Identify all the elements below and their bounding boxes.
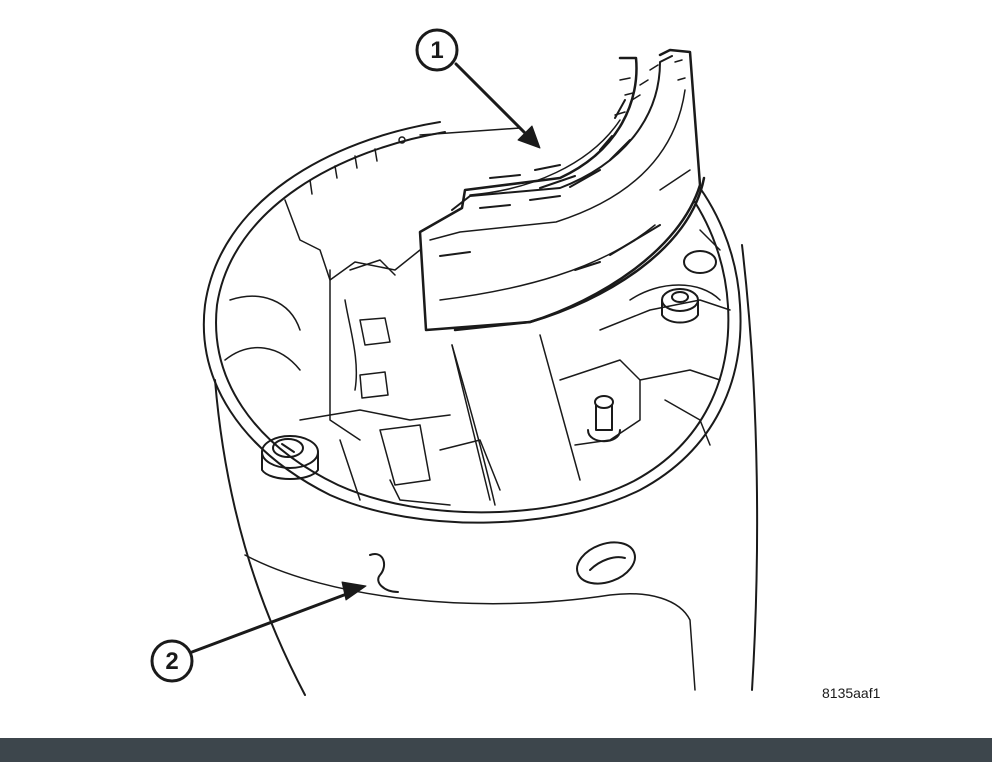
shroud-rim: [202, 121, 742, 524]
lower-shroud-body: [214, 244, 759, 696]
shroud-access-hole: [576, 541, 636, 585]
shroud-clip-mark: [369, 553, 399, 593]
callout-1-label: 1: [430, 37, 443, 64]
bottom-bar: [0, 738, 992, 762]
lower-shroud-panel-edge: [244, 554, 696, 691]
trim-bezel: [418, 48, 706, 332]
callout-2-label: 2: [165, 648, 178, 675]
figure-code: 8135aaf1: [822, 685, 881, 701]
screw-boss-left: [261, 435, 319, 480]
post-fastener: [587, 395, 621, 443]
screw-boss-right: [661, 250, 717, 324]
callout-2: [150, 581, 367, 683]
rim-tick-marks: [309, 127, 521, 195]
callout-1: [415, 28, 541, 149]
shroud-split-line: [451, 344, 496, 506]
